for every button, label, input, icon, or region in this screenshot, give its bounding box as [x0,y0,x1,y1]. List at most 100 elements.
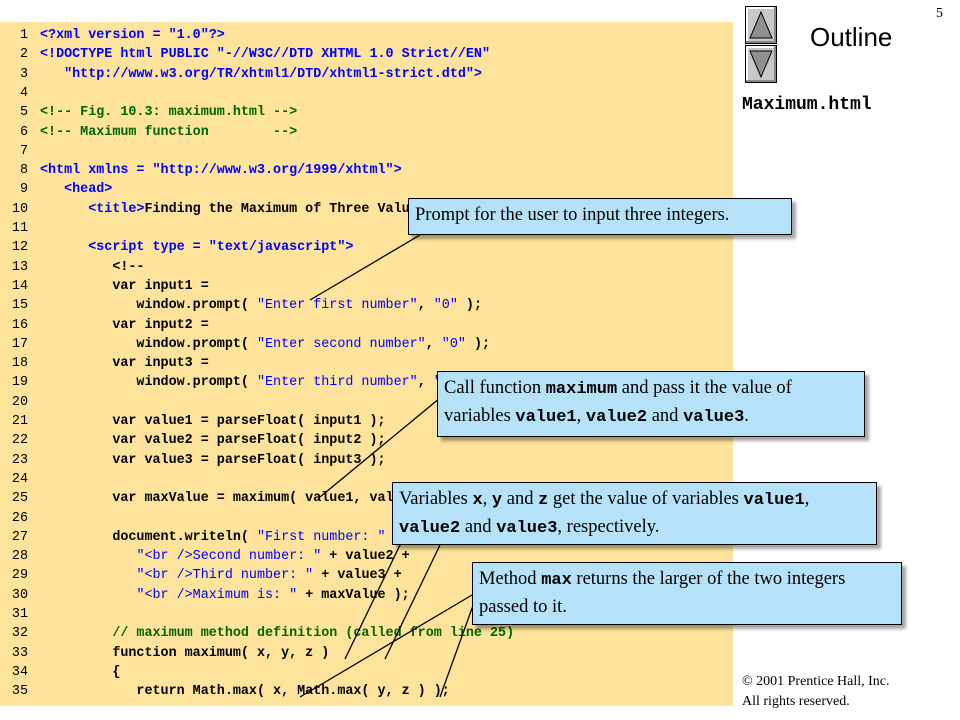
arrow-max-inner [439,599,476,698]
arrow-prompt [309,234,421,301]
callout-text: Call function [444,378,546,398]
callout-code-term: z [538,491,549,510]
line-number: 2 [19,47,28,63]
code-line: 11 [0,219,40,238]
code-line: 12 <script type = "text/javascript"> [0,238,353,257]
line-number: 7 [19,143,28,159]
code-token: var input1 = [40,278,209,294]
line-number: 17 [11,336,28,352]
line-number: 28 [11,549,28,565]
code-line: 18 var input3 = [0,354,209,373]
callout-code-term: x [472,491,483,510]
code-token: "http://www.w3.org/TR/xhtml1/DTD/xhtml1-… [40,66,482,82]
line-number: 23 [11,452,28,468]
code-token: "Enter third number" [256,375,418,391]
code-token: <head> [40,182,113,198]
callout-code-term: y [491,491,503,510]
code-line: 29 "<br />Third number: " + value3 + [0,566,402,585]
code-line: 30 "<br />Maximum is: " + maxValue ); [0,586,410,605]
callout-text: get the value of variables [548,489,744,509]
line-number: 11 [11,221,28,236]
code-line: 34 { [0,663,120,682]
code-line: 24 [0,470,40,489]
callout-code-term: max [541,571,572,590]
line-number: 35 [11,684,28,700]
line-number: 16 [11,317,28,333]
line-number: 19 [11,375,28,391]
code-token: window.prompt( [40,298,257,314]
code-token: <!-- [40,259,145,275]
line-number: 10 [11,201,28,217]
code-token: <title> [40,201,145,217]
callout-code-term: maximum [545,380,618,399]
callout-text: and pass it the value of variables [444,378,792,426]
callout-code-term: value3 [683,408,745,427]
code-token: var input3 = [40,356,209,372]
code-line: 26 [0,509,40,528]
file-name-label: Maximum.html [742,95,872,115]
code-token: + maxValue ); [297,587,410,603]
code-token: "Enter second number" [256,336,426,352]
line-number: 6 [19,124,28,140]
code-token: ); [465,336,491,352]
code-line: 4 [0,84,40,103]
line-number: 13 [11,259,28,275]
line-number: 29 [11,568,28,584]
code-token: + value3 + [313,568,402,584]
arrow-max-outer [299,594,473,698]
callout-code-term: value2 [399,519,461,538]
code-token: "<br />Third number: " [136,568,314,584]
code-token: + value2 + [321,549,410,565]
code-line: 13 <!-- [0,258,145,277]
line-number: 8 [19,163,28,179]
code-token: "First number: " [256,529,386,545]
callout-text: , [482,489,492,509]
next-slide-button[interactable] [745,45,777,83]
code-line: 5 <!-- Fig. 10.3: maximum.html --> [0,103,297,122]
line-number: 14 [11,278,28,294]
callout-text: , respectively. [557,517,660,537]
line-number: 5 [19,105,28,121]
callout-text: Variables [399,489,473,509]
callout-call-maximum: Call function maximum and pass it the va… [437,371,865,437]
code-line: 8<html xmlns = "http://www.w3.org/1999/x… [0,161,402,180]
code-line: 16 var input2 = [0,316,209,335]
code-line: 28 "<br />Second number: " + value2 + [0,547,410,566]
line-number: 15 [11,298,28,314]
code-line: 23 var value3 = parseFloat( input3 ); [0,451,386,470]
line-number: 18 [11,356,28,372]
code-token: <!-- Fig. 10.3: maximum.html --> [40,105,298,121]
callout-text: , [576,406,586,426]
line-number: 26 [11,510,28,526]
code-line: 6<!-- Maximum function --> [0,123,297,142]
line-number: 1 [19,28,28,43]
line-number: 21 [11,414,28,429]
code-line: 15 window.prompt( "Enter first number", … [0,296,482,315]
code-token: { [40,664,121,680]
code-token: , [417,298,434,314]
code-token: <!DOCTYPE html PUBLIC "-//W3C//DTD XHTML… [40,47,490,63]
callout-text: Method [479,569,542,589]
callout-text: Prompt for the user to input three integ… [415,205,730,225]
line-number: 25 [11,491,28,507]
triangle-up-icon [749,10,773,39]
code-token: , [425,336,442,352]
previous-slide-button[interactable] [745,6,777,44]
code-line: 17 window.prompt( "Enter second number",… [0,335,490,354]
code-token: "0" [433,298,458,314]
callout-parameters: Variables x, y and z get the value of va… [392,482,877,545]
code-token: "Enter first number" [256,298,418,314]
line-number: 12 [11,240,28,256]
code-line: 33 function maximum( x, y, z ) [0,644,329,663]
line-number: 9 [19,182,28,198]
code-line: 1 <?xml version = "1.0"?> [0,26,225,45]
callout-text: . [744,406,749,426]
line-number: 30 [11,587,28,603]
code-token: var input2 = [40,317,209,333]
callout-prompt: Prompt for the user to input three integ… [408,198,792,235]
code-token: <?xml version = "1.0"?> [40,28,225,43]
copyright-line: © 2001 Prentice Hall, Inc. [742,674,890,689]
callout-text: and [502,489,539,509]
code-listing: 1 <?xml version = "1.0"?> 2 <!DOCTYPE html … [0,22,733,706]
